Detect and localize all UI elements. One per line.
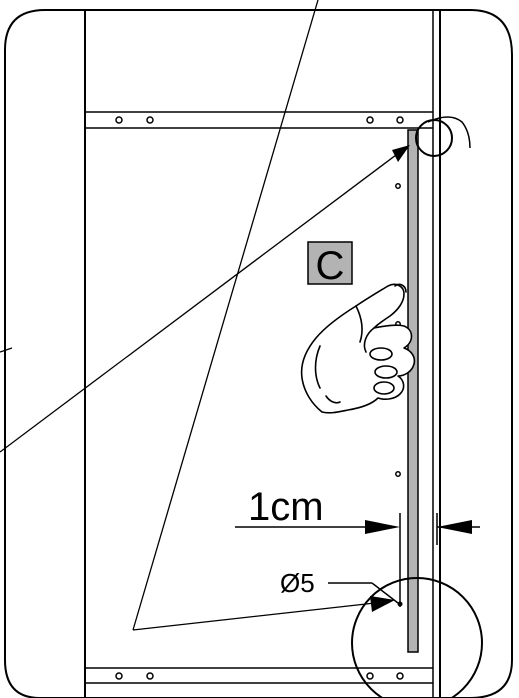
screw-hole [366,672,374,680]
top-rail [85,111,433,129]
detail-circle-top [415,116,471,157]
leader-lines [0,0,409,631]
hole-leader [371,582,399,604]
dimension-arrow [365,520,400,534]
screw-hole [115,116,123,124]
seal-strip [407,129,419,653]
screw-hole [396,672,404,680]
screw-hole [146,116,154,124]
hand-icon [300,283,416,414]
outer-housing [4,9,513,698]
detail-circle-bottom [351,577,483,698]
screw-hole [146,672,154,680]
hole-mark [397,601,403,607]
bottom-rail [85,667,433,684]
hole-diameter-label: Ø5 [280,568,315,598]
section-marker-label: C [316,244,345,288]
dimension-arrow [437,520,472,534]
arrow-head [392,145,410,162]
screw-hole [366,116,374,124]
section-marker-box [307,241,353,285]
dimension-label: 1cm [248,485,324,529]
screw-hole [396,116,404,124]
screw-hole [115,672,123,680]
arrow-head [370,596,395,612]
